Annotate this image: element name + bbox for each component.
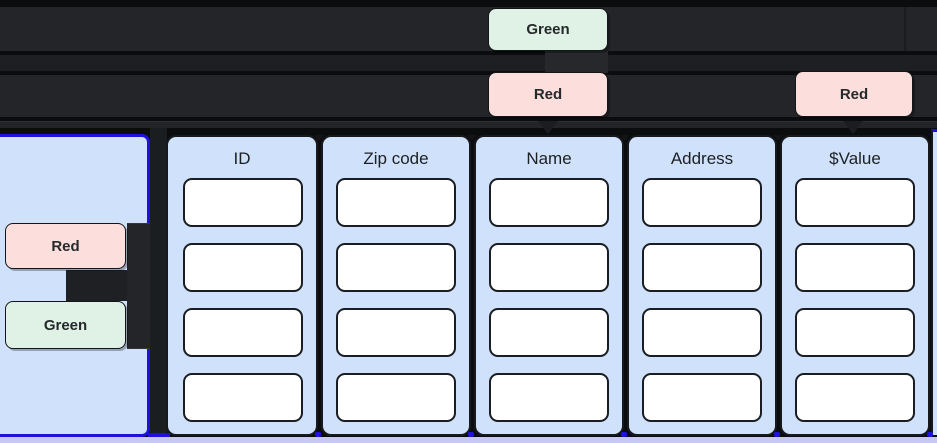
green-red-connector (545, 51, 608, 73)
down-arrow-icon (843, 121, 863, 134)
column-panel-value: $Value (780, 135, 930, 436)
connector-handle (315, 432, 321, 437)
red-badge-right[interactable]: Red (795, 71, 913, 117)
cell-box[interactable] (795, 243, 915, 292)
column-header-value: $Value (829, 149, 881, 168)
tick-arrow-icon (314, 135, 324, 141)
red-badge-left[interactable]: Red (5, 223, 126, 269)
connector-handle (927, 432, 933, 437)
cell-box[interactable] (336, 178, 456, 227)
cell-box[interactable] (183, 178, 303, 227)
cell-box[interactable] (642, 178, 762, 227)
column-panel-address: Address (627, 135, 777, 436)
cell-box[interactable] (795, 308, 915, 357)
column-panel-id: ID (166, 135, 318, 436)
column-header-zip-code: Zip code (363, 149, 429, 168)
top-bar-row-4 (0, 121, 937, 128)
cell-box[interactable] (336, 243, 456, 292)
red-badge-label: Red (533, 86, 563, 103)
connector-handle (774, 432, 780, 437)
tick-arrow-icon (467, 135, 477, 141)
cell-box[interactable] (642, 373, 762, 422)
cell-box[interactable] (336, 373, 456, 422)
connector-handle (468, 432, 474, 437)
top-bar-row-1 (0, 7, 937, 51)
column-panel-name: Name (474, 135, 624, 436)
cell-box[interactable] (183, 243, 303, 292)
red-badge-center[interactable]: Red (488, 72, 608, 117)
cell-box[interactable] (489, 373, 609, 422)
column-header-address: Address (670, 149, 734, 168)
right-edge-panel (931, 129, 937, 435)
cell-box[interactable] (183, 308, 303, 357)
cell-box[interactable] (795, 178, 915, 227)
left-badges-connector (127, 223, 150, 349)
tick-arrow-icon (773, 135, 783, 141)
cell-box[interactable] (642, 308, 762, 357)
green-badge-label: Green (526, 21, 570, 38)
green-badge-left[interactable]: Green (5, 301, 126, 349)
blue-border-line (148, 433, 170, 437)
red-badge-label: Red (839, 85, 869, 103)
cell-box[interactable] (489, 243, 609, 292)
cell-box[interactable] (489, 178, 609, 227)
bottom-lavender-strip (0, 437, 937, 443)
vertical-divider-strip (150, 128, 167, 433)
connector-handle (621, 432, 627, 437)
bar-divider-line (904, 7, 906, 51)
cell-box[interactable] (795, 373, 915, 422)
cell-box[interactable] (336, 308, 456, 357)
column-header-name: Name (526, 149, 572, 168)
tick-arrow-icon (620, 135, 630, 141)
cell-box[interactable] (183, 373, 303, 422)
red-badge-label: Red (51, 237, 80, 255)
down-arrow-icon (538, 121, 558, 134)
column-header-id: ID (233, 149, 251, 168)
column-panel-zip-code: Zip code (321, 135, 471, 436)
cell-box[interactable] (642, 243, 762, 292)
green-badge-label: Green (43, 316, 88, 334)
top-bar-row-3 (0, 75, 937, 117)
cell-box[interactable] (489, 308, 609, 357)
left-badges-connector (66, 270, 127, 301)
green-badge-top[interactable]: Green (488, 8, 608, 51)
top-bar-row-2 (0, 55, 937, 71)
